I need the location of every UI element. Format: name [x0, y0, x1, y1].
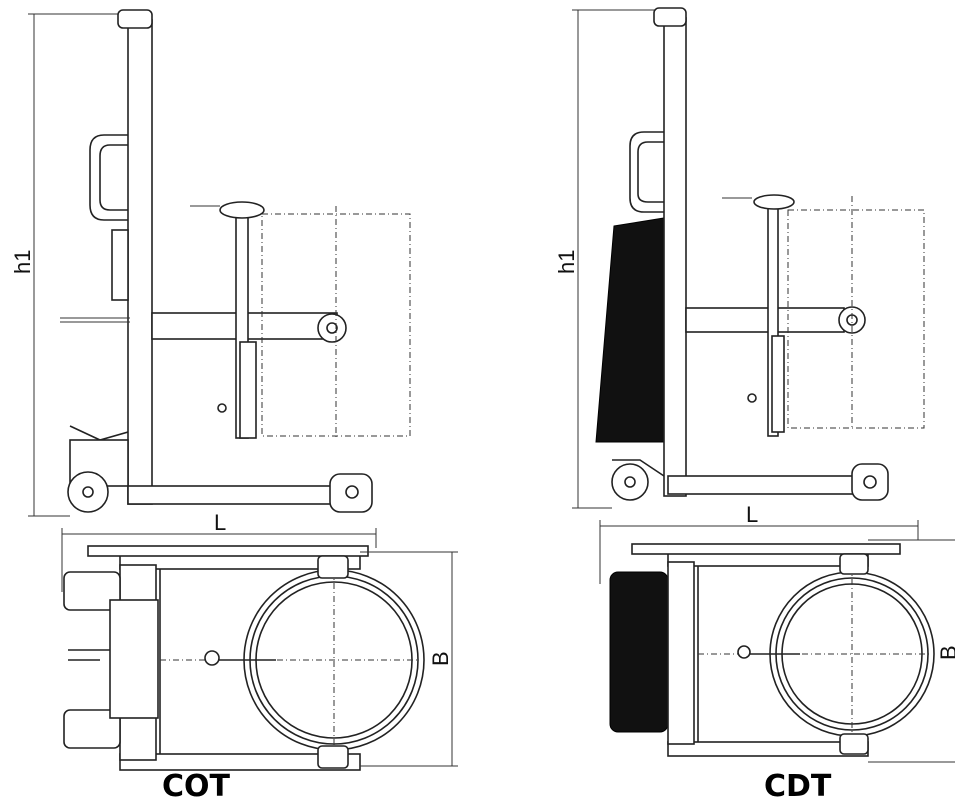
- cdt-side-view: [572, 7, 925, 509]
- cot-l-label: L: [214, 510, 226, 535]
- cot-top-view: [63, 545, 425, 771]
- cdt-length-dimension: [599, 520, 919, 584]
- cot-h1-label: h1: [10, 250, 35, 274]
- cdt-caption: CDT: [764, 769, 832, 801]
- cdt-h1-label: h1: [554, 250, 579, 274]
- cot-length-dimension: [61, 528, 377, 592]
- cdt-b-label: B: [936, 645, 955, 660]
- cot-caption: COT: [162, 769, 231, 801]
- cdt-l-label: L: [746, 502, 758, 527]
- cot-b-label: B: [428, 651, 453, 666]
- cdt-top-view: [609, 543, 935, 757]
- cot-side-view: [28, 9, 411, 517]
- cot-width-dimension: [360, 551, 458, 767]
- cdt-width-dimension: [868, 539, 955, 763]
